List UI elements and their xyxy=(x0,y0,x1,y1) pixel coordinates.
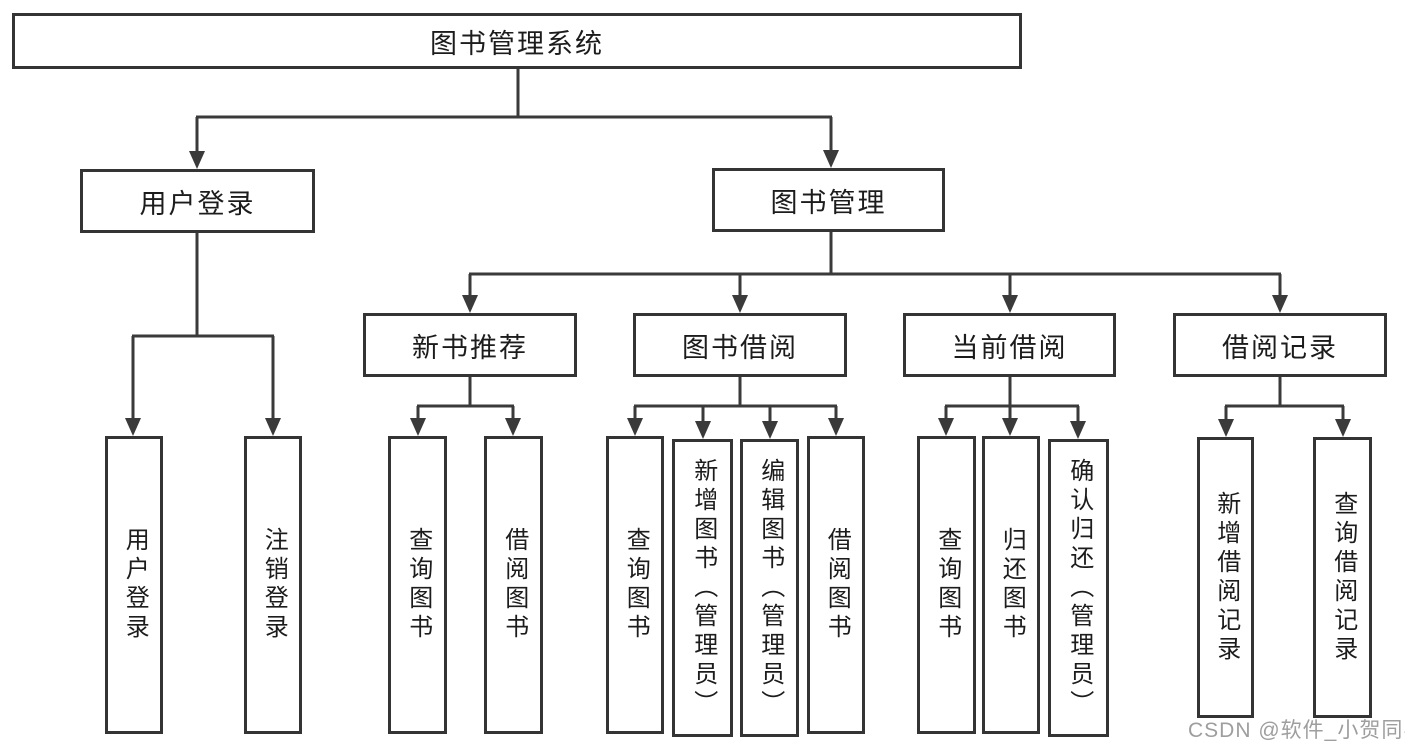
node-leaf-recommend-query-books-label: 查询图书 xyxy=(404,527,432,643)
node-leaf-user-login-label: 用户登录 xyxy=(121,527,149,643)
connector-book-management-to-level3 xyxy=(462,232,1288,313)
arrowhead-to-user-login xyxy=(189,151,205,169)
node-leaf-logout-label: 注销登录 xyxy=(260,527,288,643)
node-leaf-records-add-borrow-record-label: 新增借阅记录 xyxy=(1212,490,1240,665)
node-user-login-label: 用户登录 xyxy=(139,188,256,219)
arrowhead-to-leaf-user-login xyxy=(125,418,141,436)
node-system-root-label: 图书管理系统 xyxy=(430,28,604,59)
watermark: CSDN @软件_小贺同学 xyxy=(1188,719,1405,742)
arrowhead-to-borrow-records xyxy=(1272,295,1288,313)
connector-root-to-level2 xyxy=(189,67,839,169)
connector-new-book-recommend-to-leaves xyxy=(410,377,521,436)
node-leaf-borrowing-add-books-admin-label: 新增图书（管理员） xyxy=(689,457,717,719)
node-leaf-current-confirm-return-admin-label: 确认归还（管理员） xyxy=(1065,457,1093,719)
arrowhead-to-current-borrowing xyxy=(1002,295,1018,313)
node-book-management: 图书管理 xyxy=(712,168,945,232)
node-book-borrowing-label: 图书借阅 xyxy=(682,332,798,363)
connector-borrow-records-to-leaves xyxy=(1218,376,1351,437)
node-leaf-recommend-query-books: 查询图书 xyxy=(388,436,447,734)
node-leaf-borrowing-borrow-books: 借阅图书 xyxy=(807,436,865,734)
connector-book-borrowing-to-leaves xyxy=(627,377,844,439)
node-leaf-recommend-borrow-books-label: 借阅图书 xyxy=(500,527,528,643)
node-leaf-borrowing-borrow-books-label: 借阅图书 xyxy=(823,527,851,643)
node-leaf-records-query-borrow-record-label: 查询借阅记录 xyxy=(1329,490,1357,665)
node-leaf-borrowing-query-books: 查询图书 xyxy=(606,436,664,734)
node-leaf-logout: 注销登录 xyxy=(244,436,302,734)
node-user-login: 用户登录 xyxy=(80,169,315,233)
arrowhead-to-book-management xyxy=(823,150,839,168)
node-leaf-current-query-books: 查询图书 xyxy=(917,436,976,734)
node-leaf-recommend-borrow-books: 借阅图书 xyxy=(484,436,543,734)
arrowhead-to-book-borrowing xyxy=(732,295,748,313)
node-new-book-recommend-label: 新书推荐 xyxy=(412,332,528,363)
node-leaf-records-add-borrow-record: 新增借阅记录 xyxy=(1197,437,1254,718)
node-book-management-label: 图书管理 xyxy=(770,187,887,218)
node-leaf-current-return-books: 归还图书 xyxy=(982,436,1040,734)
connector-current-borrowing-to-leaves xyxy=(938,376,1086,439)
node-leaf-current-query-books-label: 查询图书 xyxy=(933,527,961,643)
node-system-root: 图书管理系统 xyxy=(12,13,1022,69)
node-current-borrowing: 当前借阅 xyxy=(903,313,1116,377)
arrowhead-to-new-book-recommend xyxy=(462,295,478,313)
node-leaf-records-query-borrow-record: 查询借阅记录 xyxy=(1313,437,1372,718)
arrowhead-to-leaf-logout xyxy=(265,418,281,436)
node-borrow-records: 借阅记录 xyxy=(1173,313,1387,377)
node-leaf-borrowing-add-books-admin: 新增图书（管理员） xyxy=(672,439,733,737)
node-leaf-borrowing-edit-books-admin-label: 编辑图书（管理员） xyxy=(756,457,784,719)
node-book-borrowing: 图书借阅 xyxy=(633,313,847,377)
node-leaf-borrowing-query-books-label: 查询图书 xyxy=(622,527,650,643)
node-borrow-records-label: 借阅记录 xyxy=(1222,332,1338,363)
node-new-book-recommend: 新书推荐 xyxy=(363,313,577,377)
connector-user-login-to-leaves xyxy=(125,233,281,436)
node-leaf-borrowing-edit-books-admin: 编辑图书（管理员） xyxy=(740,439,799,737)
node-leaf-current-confirm-return-admin: 确认归还（管理员） xyxy=(1048,439,1109,737)
node-leaf-current-return-books-label: 归还图书 xyxy=(998,527,1026,643)
node-leaf-user-login: 用户登录 xyxy=(105,436,163,734)
node-current-borrowing-label: 当前借阅 xyxy=(951,332,1068,363)
